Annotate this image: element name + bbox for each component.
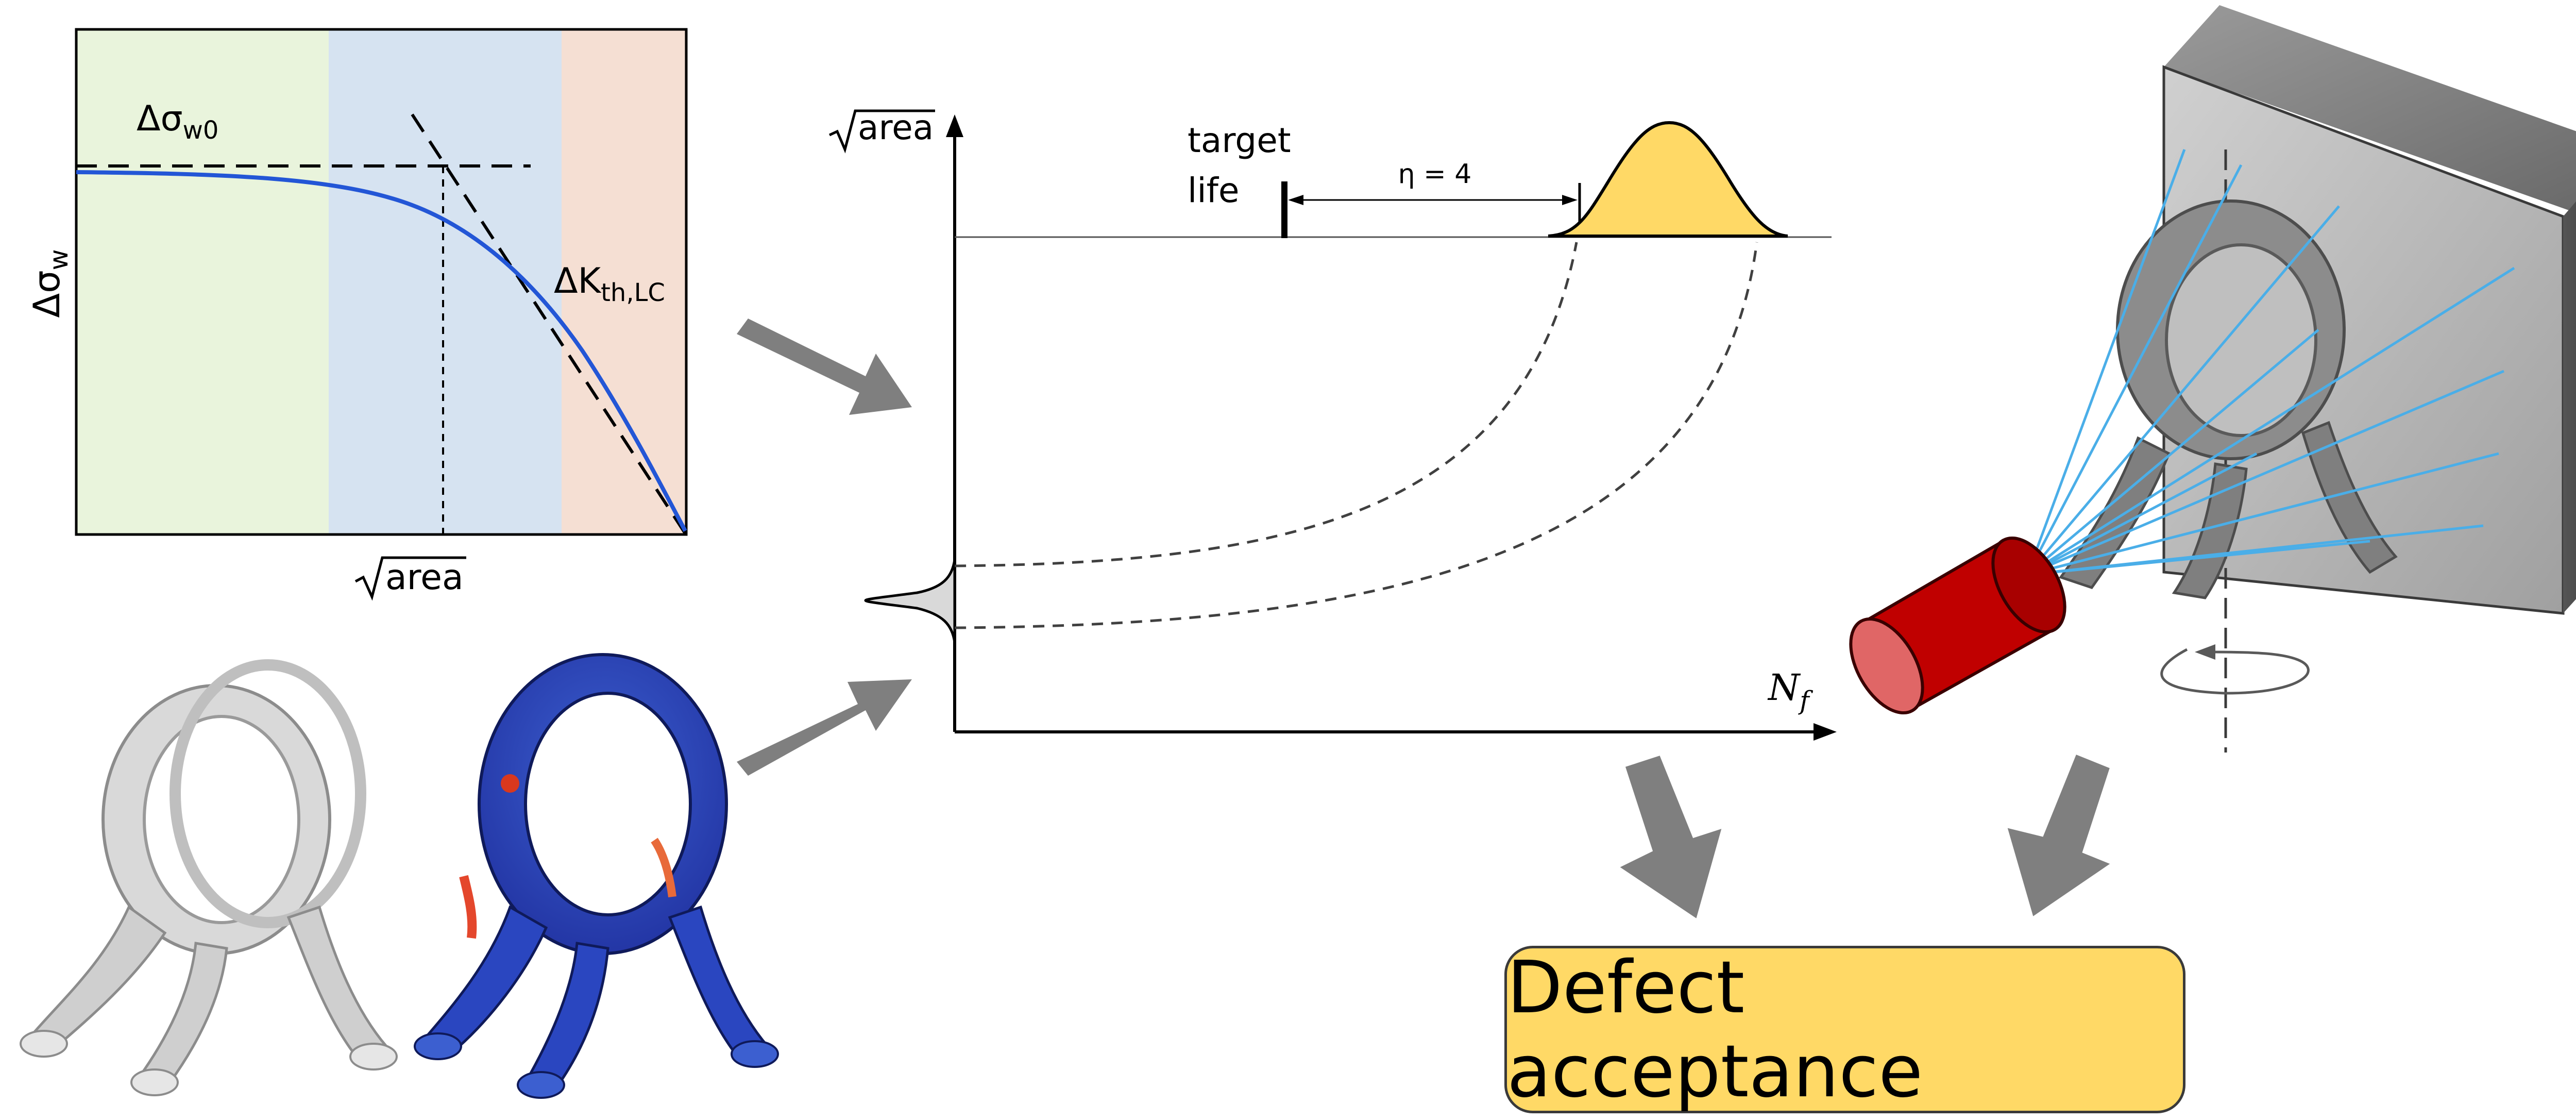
svg-text:Δσw0: Δσw0: [137, 98, 218, 145]
arrow-ct-to-result: [2007, 755, 2110, 916]
life-y-axis-arrowhead: [946, 114, 963, 137]
life-curve-lower: [954, 242, 1758, 629]
defect-acceptance-label: Defect acceptance: [1507, 945, 1923, 1114]
threshold-line: [411, 113, 687, 534]
svg-text:Nf: Nf: [1767, 666, 1813, 715]
fatigue-limit-label: Δσw0: [137, 98, 218, 145]
defect-distribution: [864, 559, 956, 643]
xray-ct-setup-icon: [1849, 5, 2576, 753]
el-haddad-curve: [76, 170, 687, 532]
sqrt-symbol-life: [828, 109, 935, 154]
defect-acceptance-box: Defect acceptance: [1504, 945, 2185, 1114]
plot-frame: [75, 28, 688, 536]
arrow-fe-to-life: [737, 679, 912, 776]
svg-text:life: life: [1188, 171, 1240, 210]
svg-text:Δσw: Δσw: [26, 249, 74, 317]
eta-arrow-right: [1562, 195, 1578, 205]
threshold-label: ΔKth,LC: [554, 261, 665, 307]
svg-text:area: area: [858, 108, 934, 147]
rotation-arrowhead: [2195, 644, 2215, 660]
arrow-kitagawa-to-life: [737, 319, 912, 415]
bracket-part-icon: [20, 659, 398, 1096]
xray-beams: [2026, 149, 2515, 576]
svg-text:target: target: [1188, 121, 1291, 160]
eta-arrow-left: [1288, 195, 1303, 205]
kitagawa-y-axis-label: Δσw: [26, 249, 74, 317]
detector-side: [2563, 201, 2576, 613]
life-x-axis-label: Nf: [1767, 666, 1813, 715]
target-life-label: target life: [1188, 121, 1291, 210]
fe-stress-map-icon: [414, 653, 779, 1099]
kitagawa-takahashi-plot: Δσw0 ΔKth,LC Δσw area: [26, 28, 688, 601]
svg-text:area: area: [385, 557, 464, 598]
zone-short-crack: [76, 29, 329, 534]
rotation-arrow: [2160, 648, 2310, 695]
detector-top: [2164, 5, 2576, 213]
life-y-axis-label: area: [828, 108, 935, 154]
life-distribution: [1548, 121, 1788, 238]
life-prediction-plot: target life η = 4 area Nf: [828, 108, 1837, 741]
life-curve-upper: [954, 242, 1578, 567]
kitagawa-x-axis-label: area: [354, 556, 466, 601]
life-x-axis-arrowhead: [1814, 723, 1837, 741]
arrow-life-to-result: [1620, 756, 1722, 918]
eta-label: η = 4: [1398, 159, 1472, 190]
sqrt-symbol: [354, 556, 466, 601]
zone-long-crack: [562, 29, 686, 534]
flow-arrows: [737, 319, 2110, 918]
xray-source: [1849, 536, 2066, 715]
svg-text:ΔKth,LC: ΔKth,LC: [554, 261, 665, 307]
